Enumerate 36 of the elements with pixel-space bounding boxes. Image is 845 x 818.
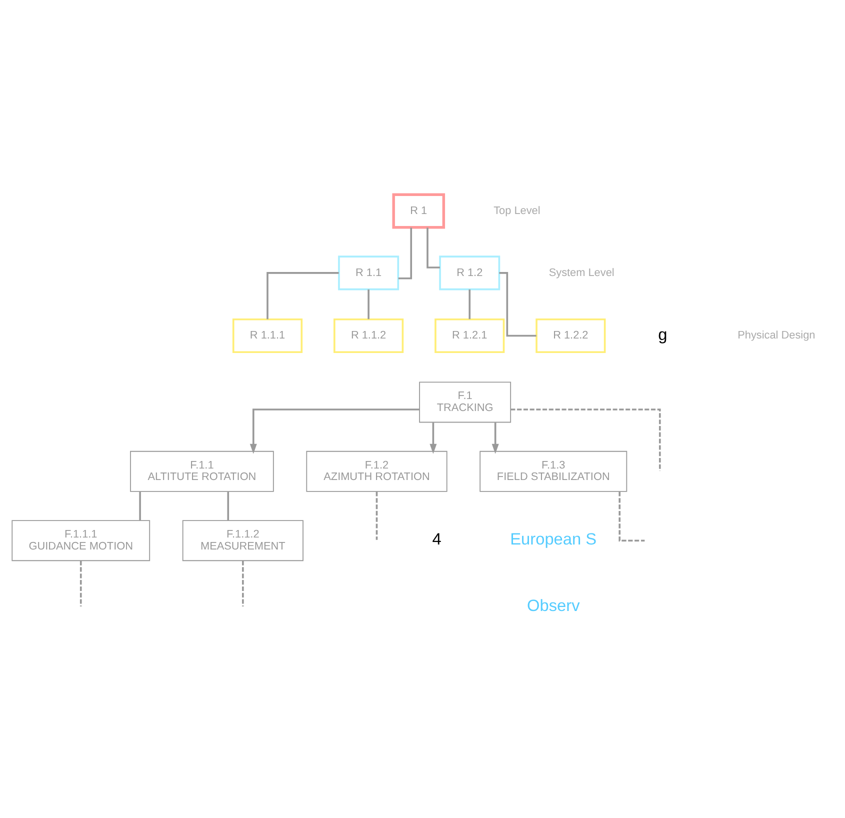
connector [468, 288, 471, 319]
node-box: R 1.2.1 [434, 318, 505, 353]
connector [510, 408, 661, 471]
connector [227, 491, 230, 520]
node-box: R 1 [392, 192, 446, 228]
arrow [492, 422, 499, 454]
connector [266, 272, 339, 319]
label: 4 [432, 530, 442, 548]
label: Observ [526, 596, 580, 615]
node-box: R 1.1.1 [232, 318, 303, 353]
label: Physical Design [738, 329, 816, 342]
connector [139, 491, 141, 520]
label: System Level [548, 266, 614, 278]
node-box: F.1.3 FIELD STABILIZATION [480, 450, 628, 492]
label: Top Level [494, 204, 540, 216]
connector [80, 560, 82, 606]
node-box: F.1 TRACKING [419, 381, 512, 422]
connector [368, 288, 370, 319]
node-box: R 1.2 [439, 255, 500, 290]
connector [398, 227, 412, 279]
node-box: R 1.2.2 [536, 318, 606, 353]
label: European S [510, 530, 597, 548]
label: g [658, 325, 668, 344]
connector [499, 272, 536, 336]
node-box: F.1.1.1 GUIDANCE MOTION [12, 520, 150, 561]
node-box: F.1.1.2 MEASUREMENT [182, 520, 304, 561]
connector [618, 491, 645, 541]
node-box: R 1.1 [338, 255, 400, 290]
node-box: F.1.1 ALTITUTE ROTATION [130, 450, 274, 492]
node-box: F.1.2 AZIMUTH ROTATION [306, 450, 448, 492]
arrow [250, 408, 420, 454]
connector [242, 560, 244, 606]
connector [376, 491, 378, 540]
arrow [430, 422, 437, 454]
connector [426, 227, 440, 268]
node-box: R 1.1.2 [334, 318, 404, 353]
